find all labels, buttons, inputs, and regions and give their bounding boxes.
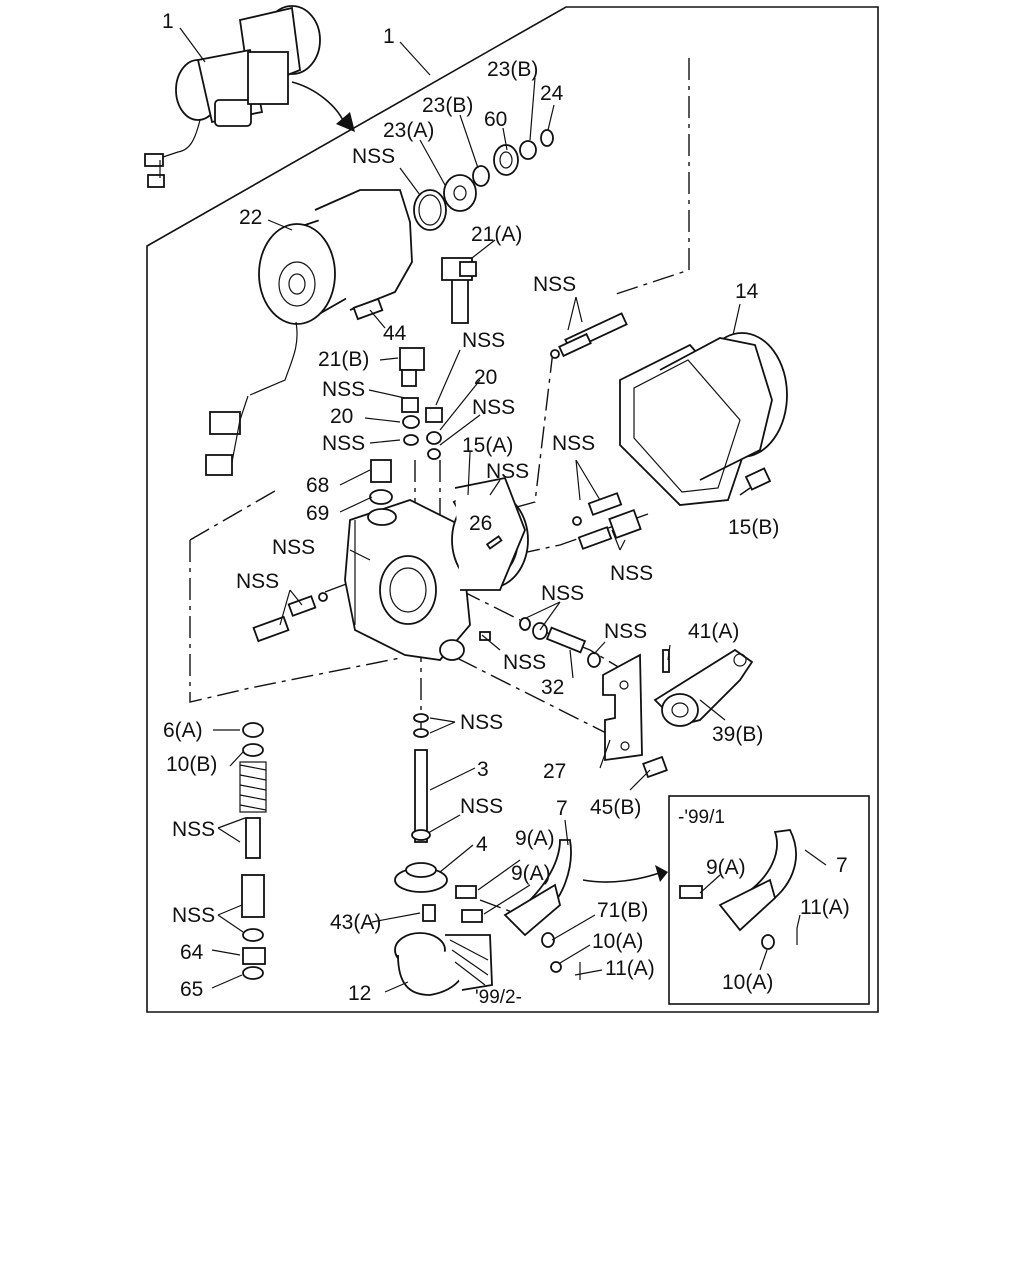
inset-frame — [668, 795, 870, 1005]
callout-nss-oring: NSS — [352, 145, 395, 168]
callout-23b-top: 23(B) — [487, 58, 538, 81]
callout-23a: 23(A) — [383, 119, 434, 142]
boot-12 — [394, 932, 493, 996]
shaft-32 — [479, 617, 601, 668]
spring-stack — [239, 722, 267, 980]
callout-68: 68 — [306, 474, 329, 497]
callout-65: 65 — [180, 978, 203, 1001]
callout-10a: 10(A) — [592, 930, 643, 953]
callout-44: 44 — [383, 322, 407, 345]
callout-nss-d: NSS — [322, 432, 365, 455]
callout-69: 69 — [306, 502, 329, 525]
callout-41a: 41(A) — [688, 620, 739, 643]
callout-1-top: 1 — [162, 10, 174, 33]
callout-11a: 11(A) — [605, 957, 655, 980]
callout-nss-c: NSS — [472, 396, 515, 419]
callout-21b: 21(B) — [318, 348, 369, 371]
callout-nss-h: NSS — [541, 582, 584, 605]
callout-15a: 15(A) — [462, 434, 513, 457]
callout-43a: 43(A) — [330, 911, 381, 934]
callout-15b: 15(B) — [728, 516, 779, 539]
fitting-21a — [441, 257, 477, 324]
plate-27 — [602, 653, 668, 779]
callout-nss-n: NSS — [172, 904, 215, 927]
motor-22 — [205, 189, 413, 476]
cover-14 — [619, 332, 788, 506]
callout-22: 22 — [239, 206, 262, 229]
studs-right — [572, 492, 642, 550]
callout-3: 3 — [477, 758, 489, 781]
callout-nss-j: NSS — [503, 651, 546, 674]
inset-date: -'99/1 — [678, 807, 725, 828]
callout-20-right: 20 — [474, 366, 497, 389]
callout-20-left: 20 — [330, 405, 353, 428]
inset-callout-7: 7 — [836, 854, 848, 877]
callout-71b: 71(B) — [597, 899, 648, 922]
inset-shift-lever — [679, 829, 798, 950]
main-housing — [344, 476, 529, 661]
shift-lever-7 — [455, 839, 668, 980]
callout-24: 24 — [540, 82, 564, 105]
callout-9a-2: 9(A) — [511, 862, 551, 885]
leader-lines — [179, 27, 827, 993]
callout-nss-b: NSS — [322, 378, 365, 401]
callout-21a: 21(A) — [471, 223, 522, 246]
diagram-frame — [146, 6, 879, 1013]
callout-23b-mid: 23(B) — [422, 94, 473, 117]
bearing-washer-stack — [413, 129, 554, 231]
callout-nss-l: NSS — [460, 795, 503, 818]
inset-callout-10a: 10(A) — [722, 971, 773, 994]
callout-32: 32 — [541, 676, 564, 699]
callout-nss-studs-right: NSS — [552, 432, 595, 455]
callout-nss-m: NSS — [172, 818, 215, 841]
callout-14: 14 — [735, 280, 759, 303]
complete-assembly-thumbnail — [144, 5, 355, 188]
callout-nss-studs-left: NSS — [236, 570, 279, 593]
studs-top — [550, 312, 628, 359]
callout-labels: 1 1 23(B) 24 23(B) 60 23(A) NSS 22 21(A)… — [162, 10, 850, 1008]
inset-callout-9a: 9(A) — [706, 856, 746, 879]
callout-27: 27 — [543, 760, 566, 783]
callout-4: 4 — [476, 833, 488, 856]
date-note: '99/2- — [475, 987, 522, 1008]
callout-nss-studs-top: NSS — [533, 273, 576, 296]
callout-45b: 45(B) — [590, 796, 641, 819]
callout-nss-k: NSS — [460, 711, 503, 734]
callout-39b: 39(B) — [712, 723, 763, 746]
callout-7: 7 — [556, 797, 568, 820]
callout-60: 60 — [484, 108, 507, 131]
callout-nss-a: NSS — [462, 329, 505, 352]
callout-64: 64 — [180, 941, 204, 964]
callout-1-main: 1 — [383, 25, 395, 48]
callout-6a: 6(A) — [163, 719, 203, 742]
callout-nss-e: NSS — [486, 460, 529, 483]
callout-26: 26 — [469, 512, 492, 535]
callout-9a-1: 9(A) — [515, 827, 555, 850]
center-shaft — [394, 713, 448, 922]
lever-39b — [653, 648, 754, 727]
inset-callout-11a: 11(A) — [800, 896, 850, 919]
callout-nss-i: NSS — [604, 620, 647, 643]
callout-nss-f: NSS — [272, 536, 315, 559]
studs-left — [252, 592, 328, 643]
fitting-21b — [399, 347, 443, 460]
callout-12: 12 — [348, 982, 371, 1005]
callout-10b: 10(B) — [166, 753, 217, 776]
callout-nss-g: NSS — [610, 562, 653, 585]
